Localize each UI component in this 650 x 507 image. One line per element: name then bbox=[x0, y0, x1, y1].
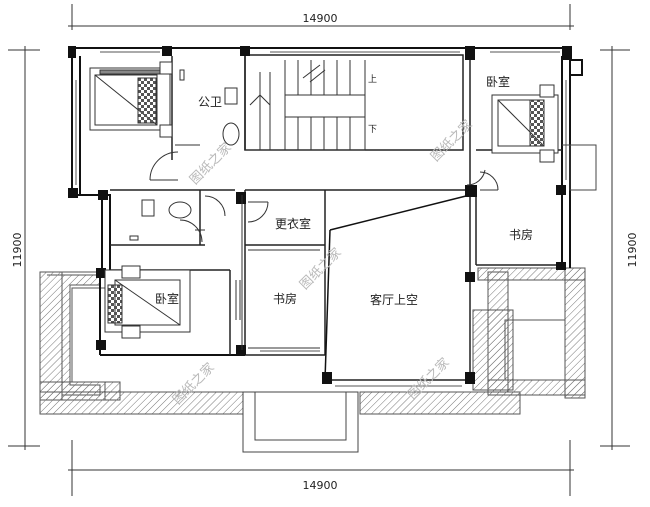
label-bedroom-top-right: 卧室 bbox=[486, 74, 510, 89]
doors bbox=[195, 169, 499, 320]
bathroom2-fixtures bbox=[129, 195, 226, 243]
label-living-void: 客厅上空 bbox=[370, 292, 418, 307]
windows bbox=[75, 51, 567, 387]
dimension-bottom: 14900 bbox=[303, 479, 338, 492]
bottom-projection bbox=[242, 391, 359, 453]
watermark-3: 图纸之家 bbox=[297, 245, 345, 293]
balcony-bottom bbox=[39, 267, 586, 415]
label-bedroom-lower-left: 卧室 bbox=[155, 291, 179, 306]
columns bbox=[68, 46, 572, 384]
dimension-top: 14900 bbox=[303, 12, 338, 25]
study-wall-details bbox=[241, 195, 320, 350]
bathroom-fixtures bbox=[149, 69, 240, 181]
outer-walls bbox=[71, 47, 583, 356]
right-projection bbox=[562, 144, 597, 191]
watermark-2: 图纸之家 bbox=[428, 117, 476, 165]
label-study-center: 书房 bbox=[273, 291, 297, 306]
dimension-lines bbox=[8, 4, 630, 496]
stair-up-label: 上 bbox=[368, 74, 377, 85]
dimension-right: 11900 bbox=[626, 233, 639, 268]
label-public-bathroom: 公卫 bbox=[198, 95, 222, 109]
label-study-right: 书房 bbox=[509, 227, 533, 242]
stair-down-label: 下 bbox=[368, 125, 377, 135]
bed-top-left bbox=[89, 61, 173, 138]
label-dressing-room: 更衣室 bbox=[275, 216, 311, 231]
bed-lower-left bbox=[104, 265, 191, 339]
living-void bbox=[324, 194, 471, 381]
dimension-left: 11900 bbox=[11, 233, 24, 268]
staircase bbox=[245, 60, 366, 151]
bed-top-right bbox=[491, 84, 559, 163]
watermark-1: 图纸之家 bbox=[187, 140, 235, 188]
